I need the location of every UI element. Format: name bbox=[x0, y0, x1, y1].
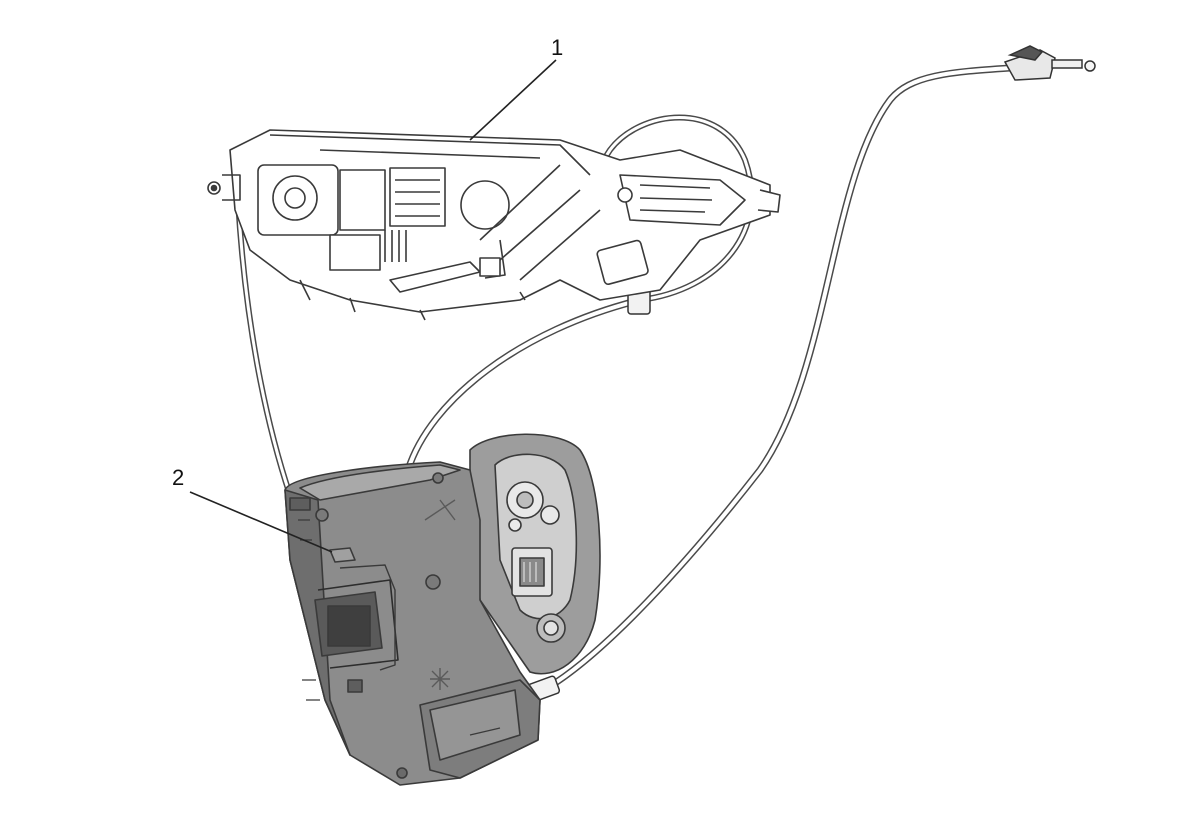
callout-1: 1 bbox=[551, 35, 563, 60]
leader-line-2 bbox=[189, 491, 333, 553]
cable-end-fitting bbox=[1003, 45, 1096, 81]
leader-lines bbox=[189, 59, 557, 553]
cables bbox=[235, 64, 1014, 696]
door-latch bbox=[284, 433, 601, 786]
callout-2: 2 bbox=[172, 465, 184, 490]
leader-line-1 bbox=[469, 59, 557, 141]
handle-bracket bbox=[207, 129, 781, 321]
